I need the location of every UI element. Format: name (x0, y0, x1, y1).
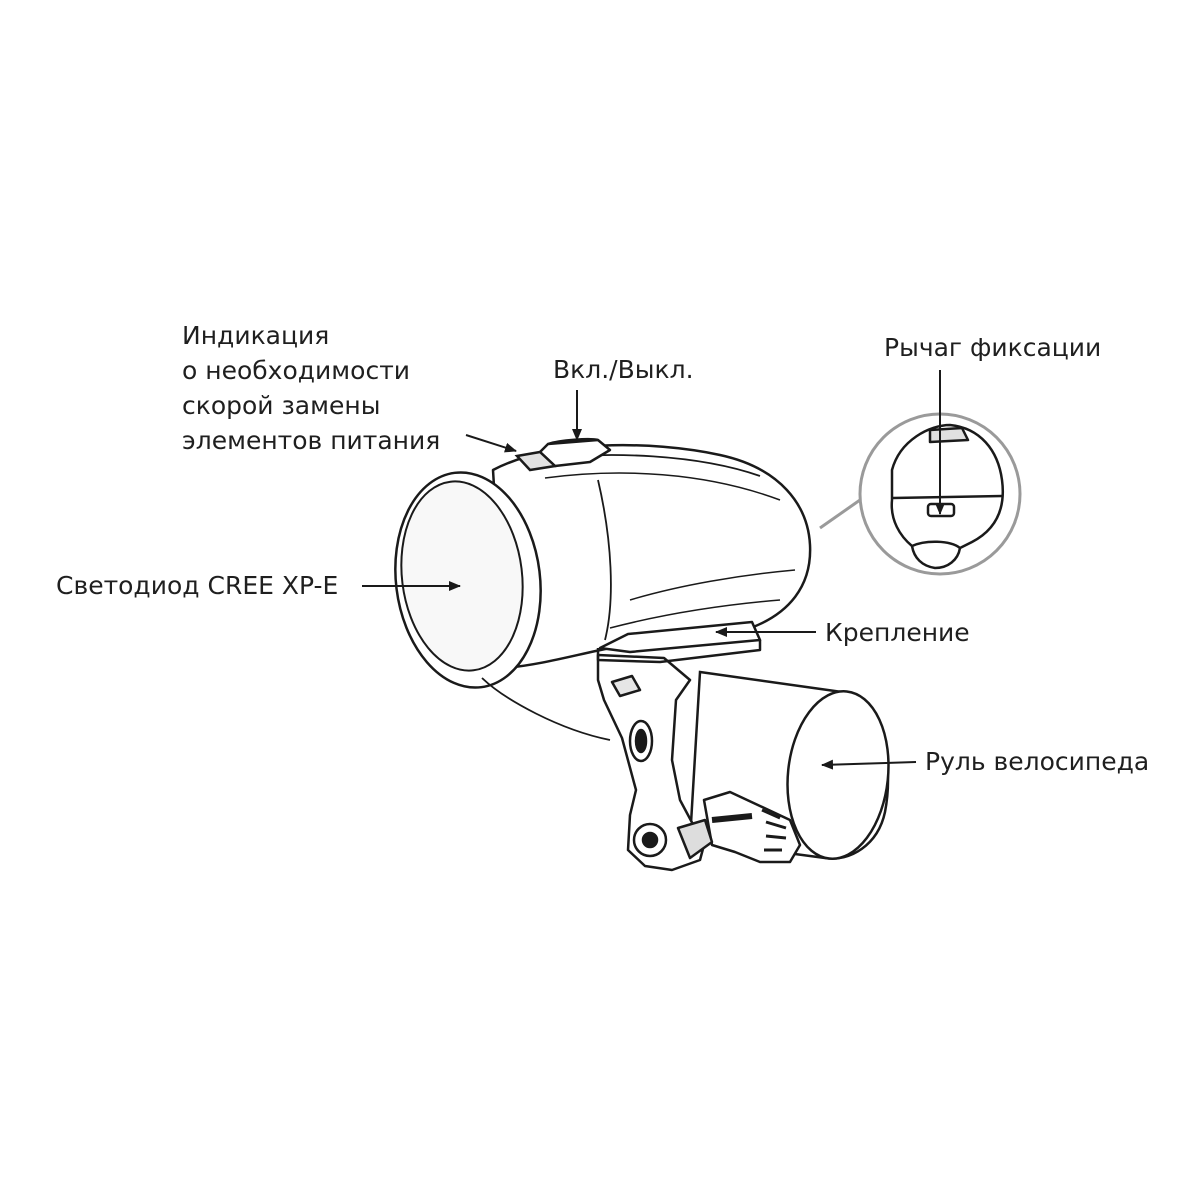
clamp-bracket (596, 653, 802, 872)
label-battery-line-1: Индикация (182, 321, 330, 350)
arrow-battery-indicator (465, 434, 517, 453)
label-power-switch: Вкл./Выкл. (553, 355, 694, 384)
label-mount: Крепление (825, 618, 970, 647)
battery-indicator-led (514, 450, 558, 472)
lamp-housing (491, 443, 812, 670)
label-battery-line-2: о необходимости (182, 356, 411, 385)
label-battery-indicator: Индикация о необходимости скорой замены … (182, 318, 440, 458)
lamp-lens (394, 471, 611, 741)
lock-lever-detail-circle (819, 412, 1022, 576)
label-battery-line-3: скорой замены (182, 391, 381, 420)
label-led: Светодиод CREE XP-E (56, 571, 339, 600)
callout-arrows (362, 370, 945, 770)
arrow-handlebar (821, 759, 917, 770)
label-handlebar: Руль велосипеда (925, 747, 1150, 776)
label-lock-lever: Рычаг фиксации (884, 333, 1102, 362)
label-battery-line-4: элементов питания (182, 426, 441, 455)
